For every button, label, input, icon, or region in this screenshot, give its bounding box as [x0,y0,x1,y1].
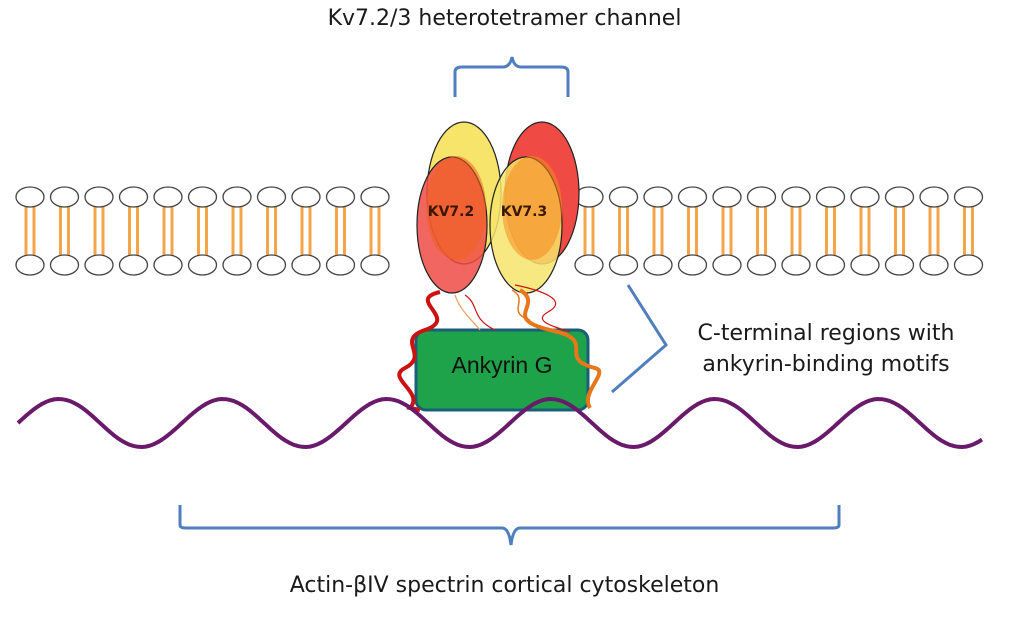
lipid-molecule [781,186,811,276]
subunit-overlap-right [502,156,562,260]
channel-bracket [453,56,570,97]
cterminal-pointer [611,284,668,394]
lipid-molecule [360,186,390,276]
lipid-molecule [118,186,149,276]
subunit-label-kv73: KV7.3 [500,204,548,220]
lipid-molecule [187,186,218,276]
lipid-molecule [15,186,45,276]
channel-title: Kv7.2/3 heterotetramer channel [327,6,682,31]
tail-orange-thick [518,288,602,410]
tail-orange-thin [454,294,481,331]
tail-red-right-thin [514,284,571,333]
lipid-bilayer-membrane [15,186,984,276]
lipid-molecule [677,186,708,276]
tail-red-thin [464,294,496,331]
cytoskeleton-label: Actin-βIV spectrin cortical cytoskeleton [289,573,720,598]
lipid-molecule [815,186,846,276]
cytoskeleton-bracket [178,505,841,546]
lipid-molecule [712,186,742,276]
cterminal-label-line2: ankyrin-binding motifs [702,352,950,377]
lipid-molecule [325,186,356,276]
kv-channel [416,121,580,294]
lipid-molecule [256,186,287,276]
lipid-molecule [919,186,949,276]
cterminal-label-line1: C-terminal regions with [697,321,955,346]
ankyrin-g-box [414,328,590,412]
lipid-molecule [153,186,183,276]
tail-red-thick [397,290,441,412]
lipid-molecule [291,186,321,276]
lipid-molecule [953,186,984,276]
subunit-label-kv72: KV7.2 [427,204,475,220]
lipid-molecule [746,186,777,276]
lipid-molecule [49,186,80,276]
lipid-molecule [850,186,880,276]
lipid-molecule [84,186,114,276]
lipid-molecule [884,186,915,276]
lipid-molecule [608,186,639,276]
lipid-molecule [643,186,673,276]
cterminal-label: C-terminal regions with ankyrin-binding … [676,318,976,380]
tail-orange-right-thin [511,289,531,321]
c-terminal-tails [397,284,602,412]
cytoskeleton-wave [16,396,984,450]
ankyrin-g-label: Ankyrin G [451,352,553,378]
subunit-overlap-left [426,156,486,260]
lipid-molecule [222,186,252,276]
